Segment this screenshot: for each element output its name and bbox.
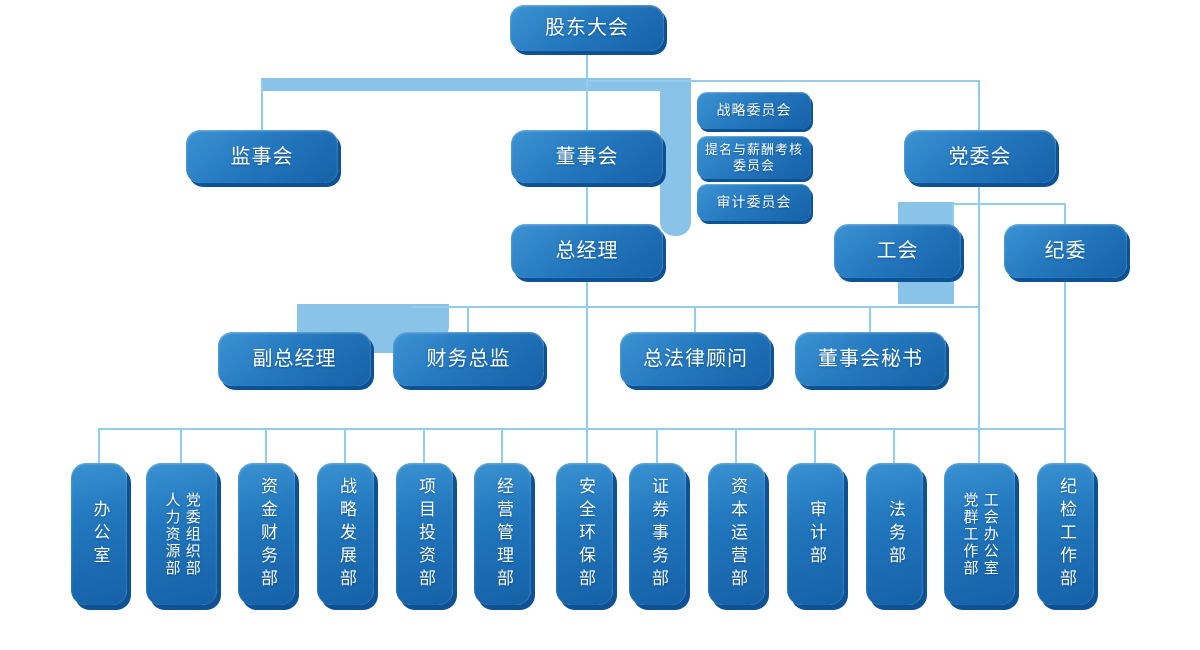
dept-audit: 审计部: [787, 463, 844, 605]
connector: [98, 428, 100, 463]
dept-office: 办公室: [71, 463, 127, 605]
dept-capital-operation: 资本运营部: [708, 463, 765, 605]
node-board-secretary: 董事会秘书: [795, 332, 946, 386]
dept-strategy-development: 战略发展部: [317, 463, 374, 605]
connector: [261, 80, 263, 130]
dept-party-organization-hr: 党委组织部 人力资源部: [146, 463, 217, 605]
connector: [952, 203, 1066, 205]
node-general-manager: 总经理: [511, 224, 663, 278]
node-finance-director: 财务总监: [393, 332, 544, 386]
node-nomination-remuneration-committee: 提名与薪酬考核 委员会: [697, 136, 811, 179]
node-board-of-directors: 董事会: [511, 130, 663, 183]
connector: [98, 428, 1066, 430]
connector: [1064, 203, 1066, 224]
connector: [586, 51, 588, 130]
connector: [180, 428, 182, 463]
dept-project-investment: 项目投资部: [396, 463, 453, 605]
dept-safety-environment: 安全环保部: [556, 463, 613, 605]
connector: [656, 428, 658, 463]
node-strategy-committee: 战略委员会: [697, 92, 811, 129]
dept-fund-finance: 资金财务部: [238, 463, 295, 605]
node-discipline-commission: 纪委: [1004, 224, 1127, 278]
connector: [735, 428, 737, 463]
dept-union-office-party-mass: 工会办公室 党群工作部: [944, 463, 1015, 605]
node-supervisory-board: 监事会: [186, 130, 338, 183]
connector: [586, 80, 980, 82]
dept-discipline-inspection: 纪检工作部: [1037, 463, 1094, 605]
dept-legal: 法务部: [866, 463, 923, 605]
connector: [423, 428, 425, 463]
dept-operation-management: 经营管理部: [474, 463, 531, 605]
node-party-committee: 党委会: [904, 130, 1056, 183]
connector: [1064, 278, 1066, 463]
connector: [344, 428, 346, 463]
node-audit-committee: 审计委员会: [697, 184, 811, 221]
connector: [694, 306, 696, 332]
connector: [501, 428, 503, 463]
connector: [869, 306, 871, 332]
node-labor-union: 工会: [834, 224, 961, 278]
node-deputy-general-manager: 副总经理: [218, 332, 371, 386]
connector: [893, 428, 895, 463]
connector: [265, 428, 267, 463]
connector: [467, 306, 469, 332]
decor-band-top: [261, 78, 682, 91]
connector: [952, 203, 954, 224]
connector: [978, 80, 980, 130]
connector: [814, 428, 816, 463]
node-general-counsel: 总法律顾问: [620, 332, 771, 386]
connector: [586, 183, 588, 224]
decor-band-committees: [660, 78, 691, 236]
node-shareholders-meeting: 股东大会: [510, 5, 664, 51]
connector: [978, 183, 980, 463]
dept-securities-affairs: 证券事务部: [629, 463, 686, 605]
connector: [586, 278, 588, 463]
